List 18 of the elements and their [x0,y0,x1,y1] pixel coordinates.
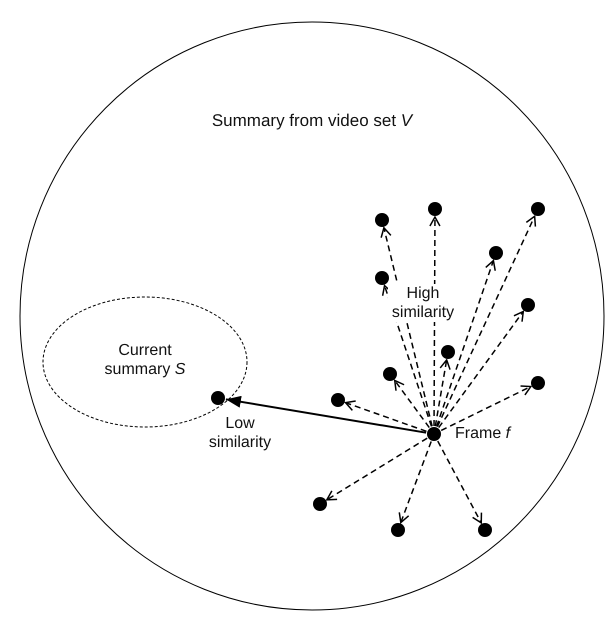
point-dot [383,367,397,381]
set-title: Summary from video set V [210,111,414,130]
point-dot [531,202,545,216]
point-dot [313,497,327,511]
point-label: Frame f [455,424,510,443]
point-dot [428,202,442,216]
point-dot [375,213,389,227]
annotation-text: Low similarity [208,414,272,452]
point-dot [375,271,389,285]
point-dot [489,246,503,260]
point-dot [391,523,405,537]
subset-label: Current summary S [104,341,186,379]
point-dot [478,523,492,537]
point-dot [441,345,455,359]
point-dot [331,393,345,407]
point-dot [211,391,225,405]
point-dot [531,376,545,390]
point-dot [521,298,535,312]
